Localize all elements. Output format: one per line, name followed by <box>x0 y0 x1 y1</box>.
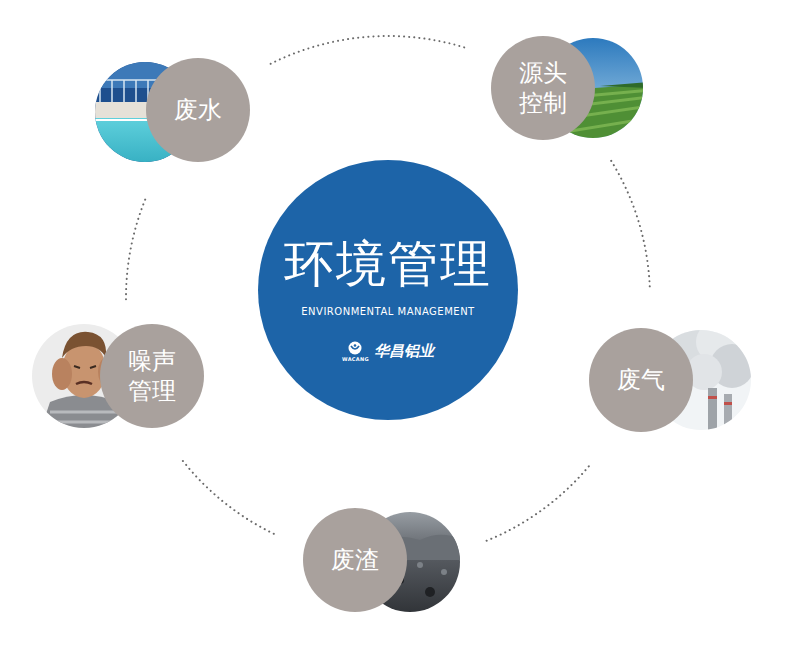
topic-label: 废水 <box>173 95 222 125</box>
topic-label: 废气 <box>616 365 665 395</box>
topic-label: 噪声管理 <box>127 346 176 406</box>
topic-circle: 废水 <box>146 58 250 162</box>
logo-mark: WACANG <box>342 341 369 362</box>
dotted-arc <box>126 197 146 299</box>
logo-name: 华昌铝业 <box>374 342 434 361</box>
topic-label: 废渣 <box>330 545 379 575</box>
dotted-arc <box>611 161 650 288</box>
english-subtitle: ENVIRONMENTAL MANAGEMENT <box>301 306 474 317</box>
company-logo: WACANG 华昌铝业 <box>342 341 434 362</box>
hub-title: 环境管理 <box>284 237 492 292</box>
dotted-arc <box>484 466 589 541</box>
hub-circle: 环境管理 ENVIRONMENTAL MANAGEMENT WACANG 华昌铝业 <box>258 160 518 420</box>
logo-latin-name: WACANG <box>342 356 369 362</box>
dotted-arc <box>181 458 274 534</box>
topic-circle: 废气 <box>589 328 693 432</box>
topic-circle: 噪声管理 <box>100 324 204 428</box>
topic-label: 源头控制 <box>518 58 567 118</box>
logo-icon <box>348 341 362 355</box>
topic-circle: 源头控制 <box>491 36 595 140</box>
topic-circle: 废渣 <box>303 508 407 612</box>
dotted-arc <box>271 36 465 64</box>
